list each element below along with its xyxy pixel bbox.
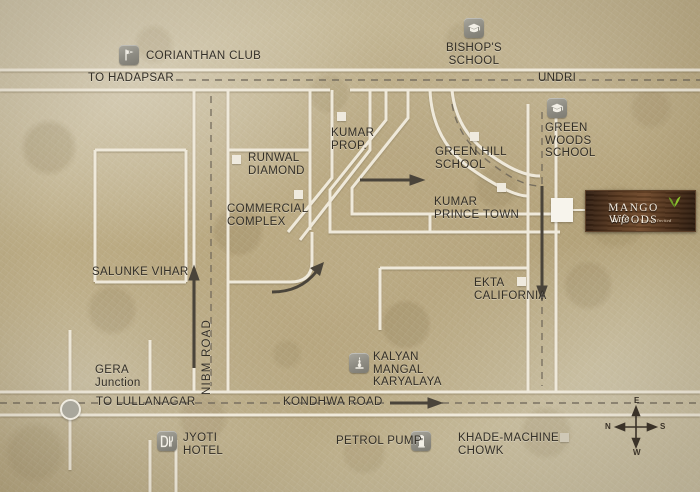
road-label-to-hadapsar: TO HADAPSAR — [88, 72, 175, 84]
road-label-kondhwa-road: KONDHWA ROAD — [283, 396, 383, 408]
mango-woods-logo[interactable]: MANGO WOODS Life as You are Invited — [585, 190, 696, 232]
road-label-to-lullanagar: TO LULLANAGAR — [96, 396, 196, 408]
landmark-label-gera-junction: GERA Junction — [95, 364, 141, 389]
road-greenhill-curve-inner — [428, 89, 529, 198]
leaf-icon — [666, 195, 683, 213]
graduation-cap-icon-green-woods — [547, 98, 567, 118]
fuel-pump-icon — [411, 431, 431, 451]
arrow-greenhill-east — [360, 174, 426, 186]
graduation-cap-icon-bishops — [464, 18, 484, 38]
road-kumarprop-east — [298, 90, 372, 241]
logo-project-name: MANGO WOODS — [608, 202, 659, 226]
compass-label-right: S — [660, 422, 666, 431]
compass-rose: E N S W — [604, 396, 668, 458]
compass-arrows — [613, 404, 659, 450]
landmark-label-corianthan-club: CORIANTHAN CLUB — [146, 50, 262, 62]
landmark-label-petrol-pump: PETROL PUMP — [336, 435, 422, 447]
logo-script-word: Life — [612, 213, 630, 225]
landmark-label-commercial-complex: COMMERCIAL COMPLEX — [227, 203, 309, 228]
plot-marker-green-hill-school — [470, 132, 479, 141]
gera-junction-roundabout — [60, 399, 81, 420]
landmark-label-salunke-vihar: SALUNKE VIHAR — [92, 266, 189, 278]
road-central-v-north — [328, 90, 560, 234]
landmark-label-runwal-diamond: RUNWAL DIAMOND — [248, 152, 305, 177]
temple-icon — [349, 353, 369, 373]
road-runwal-south-curve — [228, 232, 314, 284]
landmark-label-kalyan-mangal-karyalaya: KALYAN MANGAL KARYALAYA — [373, 351, 442, 388]
plot-marker-kumar-prop — [337, 112, 346, 121]
project-site-marker — [551, 198, 573, 222]
dash-greenhill-curve — [451, 103, 541, 187]
landmark-label-kumar-prop: KUMAR PROP. — [331, 127, 375, 152]
golf-flag-icon — [119, 45, 139, 65]
landmark-label-green-woods-school: GREEN WOODS SCHOOL — [545, 122, 596, 159]
road-central-v-south — [350, 90, 560, 216]
compass-label-bottom: W — [633, 448, 641, 457]
logo-tagline: as You are Invited — [634, 218, 672, 223]
plot-marker-kumar-prince-town — [497, 183, 506, 192]
road-kumarprop-west — [286, 90, 334, 233]
road-greenhill-curve-outer — [450, 89, 541, 178]
arrow-slip-curve — [271, 271, 318, 294]
plot-marker-ekta-california — [517, 277, 526, 286]
direction-arrows — [188, 174, 548, 409]
cutlery-icon — [157, 431, 177, 451]
arrow-kondhwa-east — [390, 397, 444, 409]
compass-label-top: E — [634, 396, 640, 405]
landmark-label-ekta-california: EKTA CALIFORNIA — [474, 277, 547, 302]
arrow-east-spur-south — [536, 186, 548, 302]
landmark-label-kumar-prince-town: KUMAR PRINCE TOWN — [434, 196, 520, 221]
compass-label-left: N — [605, 422, 611, 431]
plot-marker-khade-machine-chowk — [560, 433, 569, 442]
arrow-nibm-north — [188, 264, 200, 368]
landmark-label-green-hill-school: GREEN HILL SCHOOL — [435, 146, 507, 171]
arrow-slip-curve-head — [310, 262, 324, 276]
plot-marker-commercial-complex — [294, 190, 303, 199]
plot-marker-runwal-diamond — [232, 155, 241, 164]
landmark-label-khade-machine-chowk: KHADE-MACHINE CHOWK — [458, 432, 560, 457]
landmark-label-bishops-school: BISHOP'S SCHOOL — [445, 42, 503, 67]
road-label-nibm-road: NIBM ROAD — [201, 319, 213, 395]
landmark-label-jyoti-hotel: JYOTI HOTEL — [183, 432, 224, 457]
major-road-casings — [0, 68, 700, 492]
road-label-undri: UNDRI — [538, 72, 577, 84]
